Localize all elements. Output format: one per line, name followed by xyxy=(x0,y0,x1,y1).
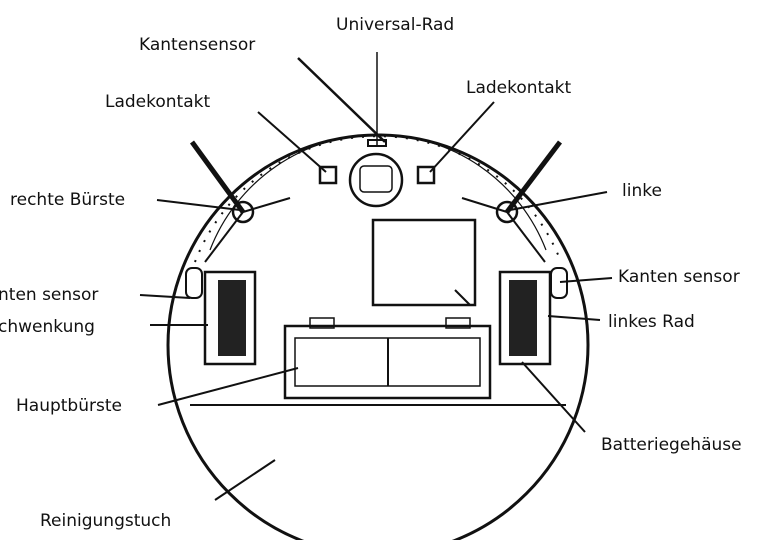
edge-sensor-left xyxy=(185,267,203,299)
label-universal-rad: Universal-Rad xyxy=(336,15,454,35)
side-brush-right xyxy=(189,140,291,263)
label-ladekontakt-right: Ladekontakt xyxy=(466,78,571,98)
main-brush xyxy=(283,317,492,400)
label-hauptbuerste: Hauptbürste xyxy=(16,396,122,416)
label-linke: linke xyxy=(622,181,662,201)
side-brush-left xyxy=(461,140,562,263)
battery-housing xyxy=(371,218,477,307)
callout-arrows xyxy=(139,52,613,501)
charge-contact-left xyxy=(318,165,338,185)
charge-contact-right xyxy=(416,165,436,185)
wheel-left xyxy=(498,270,552,366)
label-kantensensor-top: Kantensensor xyxy=(139,35,255,55)
label-schwenkung: chwenkung xyxy=(0,317,95,337)
label-rechte-buerste: rechte Bürste xyxy=(10,190,125,210)
label-kanten-sensor-left: nten sensor xyxy=(0,285,98,305)
label-kanten-sensor-right: Kanten sensor xyxy=(618,267,740,287)
label-reinigungstuch: Reinigungstuch xyxy=(40,511,171,531)
label-linkes-rad: linkes Rad xyxy=(608,312,695,332)
label-ladekontakt-left: Ladekontakt xyxy=(105,92,210,112)
labels: Universal-Rad Kantensensor Ladekontakt L… xyxy=(0,15,742,531)
edge-sensor-right xyxy=(550,267,568,299)
universal-wheel xyxy=(348,139,404,208)
wheel-right xyxy=(203,270,257,366)
label-batteriegehaeuse: Batteriegehäuse xyxy=(601,435,742,455)
cloth-region xyxy=(190,405,566,490)
